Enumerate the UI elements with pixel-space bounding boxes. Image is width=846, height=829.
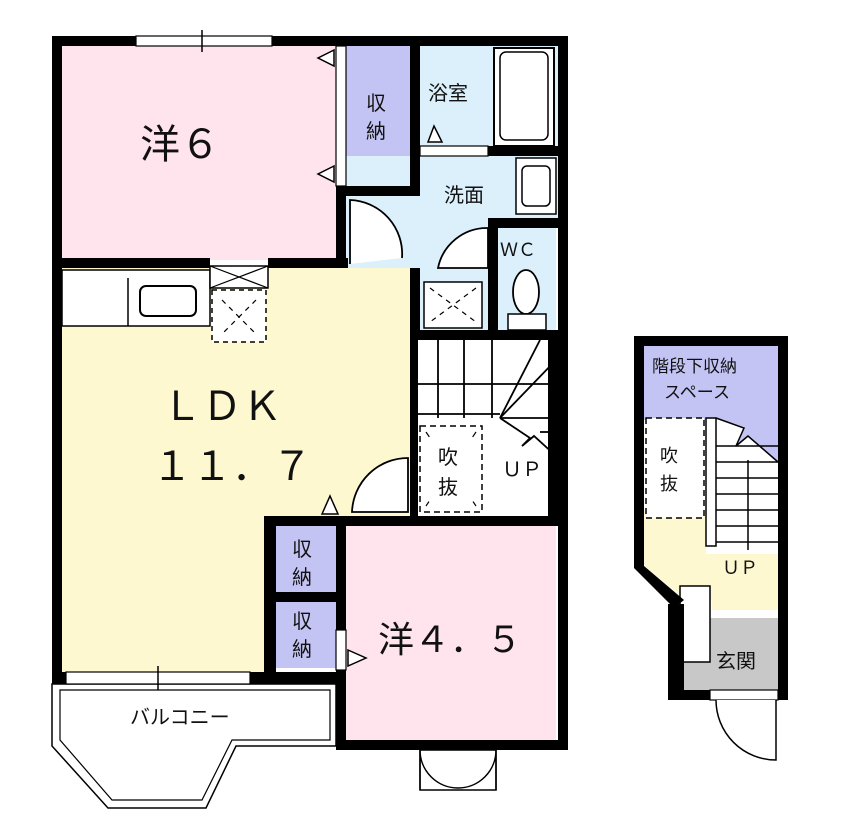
balcony (51, 683, 337, 809)
shoe-cabinet (679, 585, 711, 663)
label-storage-top-2: 納 (366, 119, 386, 143)
label-stairs-up: ＵＰ (502, 457, 542, 481)
washing-machine-space (423, 281, 483, 329)
label-stairs-1f-up: ＵＰ (722, 558, 758, 579)
room-western-6 (62, 46, 336, 260)
label-storage-mid-2: 納 (292, 565, 312, 589)
label-western45: 洋４．５ (378, 620, 522, 661)
label-storage-low-1: 収 (292, 609, 312, 633)
stairs-1f (705, 417, 779, 550)
label-washroom: 洗面 (444, 183, 484, 207)
label-entrance: 玄関 (716, 649, 756, 673)
toilet (507, 269, 547, 331)
label-storage-top-1: 収 (366, 91, 386, 115)
label-void-main-2: 抜 (438, 475, 458, 499)
entrance-door (709, 689, 779, 761)
room-storage-mid (276, 526, 336, 592)
label-void-main-1: 吹 (438, 445, 458, 469)
label-ldk-size: １１．７ (152, 444, 312, 490)
label-ldk: ＬＤＫ (162, 384, 282, 430)
label-void-1f-2: 抜 (660, 474, 678, 495)
room-ldk (62, 268, 410, 672)
walls-1f (634, 336, 788, 700)
label-bath: 浴室 (428, 81, 468, 105)
door-swing-wc (436, 227, 489, 269)
double-door-western45 (419, 749, 497, 791)
void-1f (645, 417, 705, 519)
room-storage-low (276, 602, 336, 668)
windows (65, 30, 347, 690)
label-void-1f-1: 吹 (660, 446, 678, 467)
closet-door-markers (316, 48, 444, 668)
label-storage-mid-1: 収 (292, 537, 312, 561)
label-wc: ＷＣ (500, 240, 536, 261)
label-under-stair-storage-1: 階段下収納 (652, 357, 737, 377)
door-swing-washroom (349, 199, 404, 264)
void-main (419, 425, 483, 513)
room-under-stair-storage (644, 346, 778, 420)
label-storage-low-2: 納 (292, 637, 312, 661)
label-balcony: バルコニー (130, 705, 230, 729)
kitchen-counter (61, 265, 269, 343)
label-western6: 洋６ (140, 122, 220, 168)
stairs-main (410, 339, 557, 457)
room-western-4-5 (346, 526, 556, 740)
label-under-stair-storage-2: スペース (664, 383, 730, 403)
door-swing-ldk (351, 457, 409, 513)
